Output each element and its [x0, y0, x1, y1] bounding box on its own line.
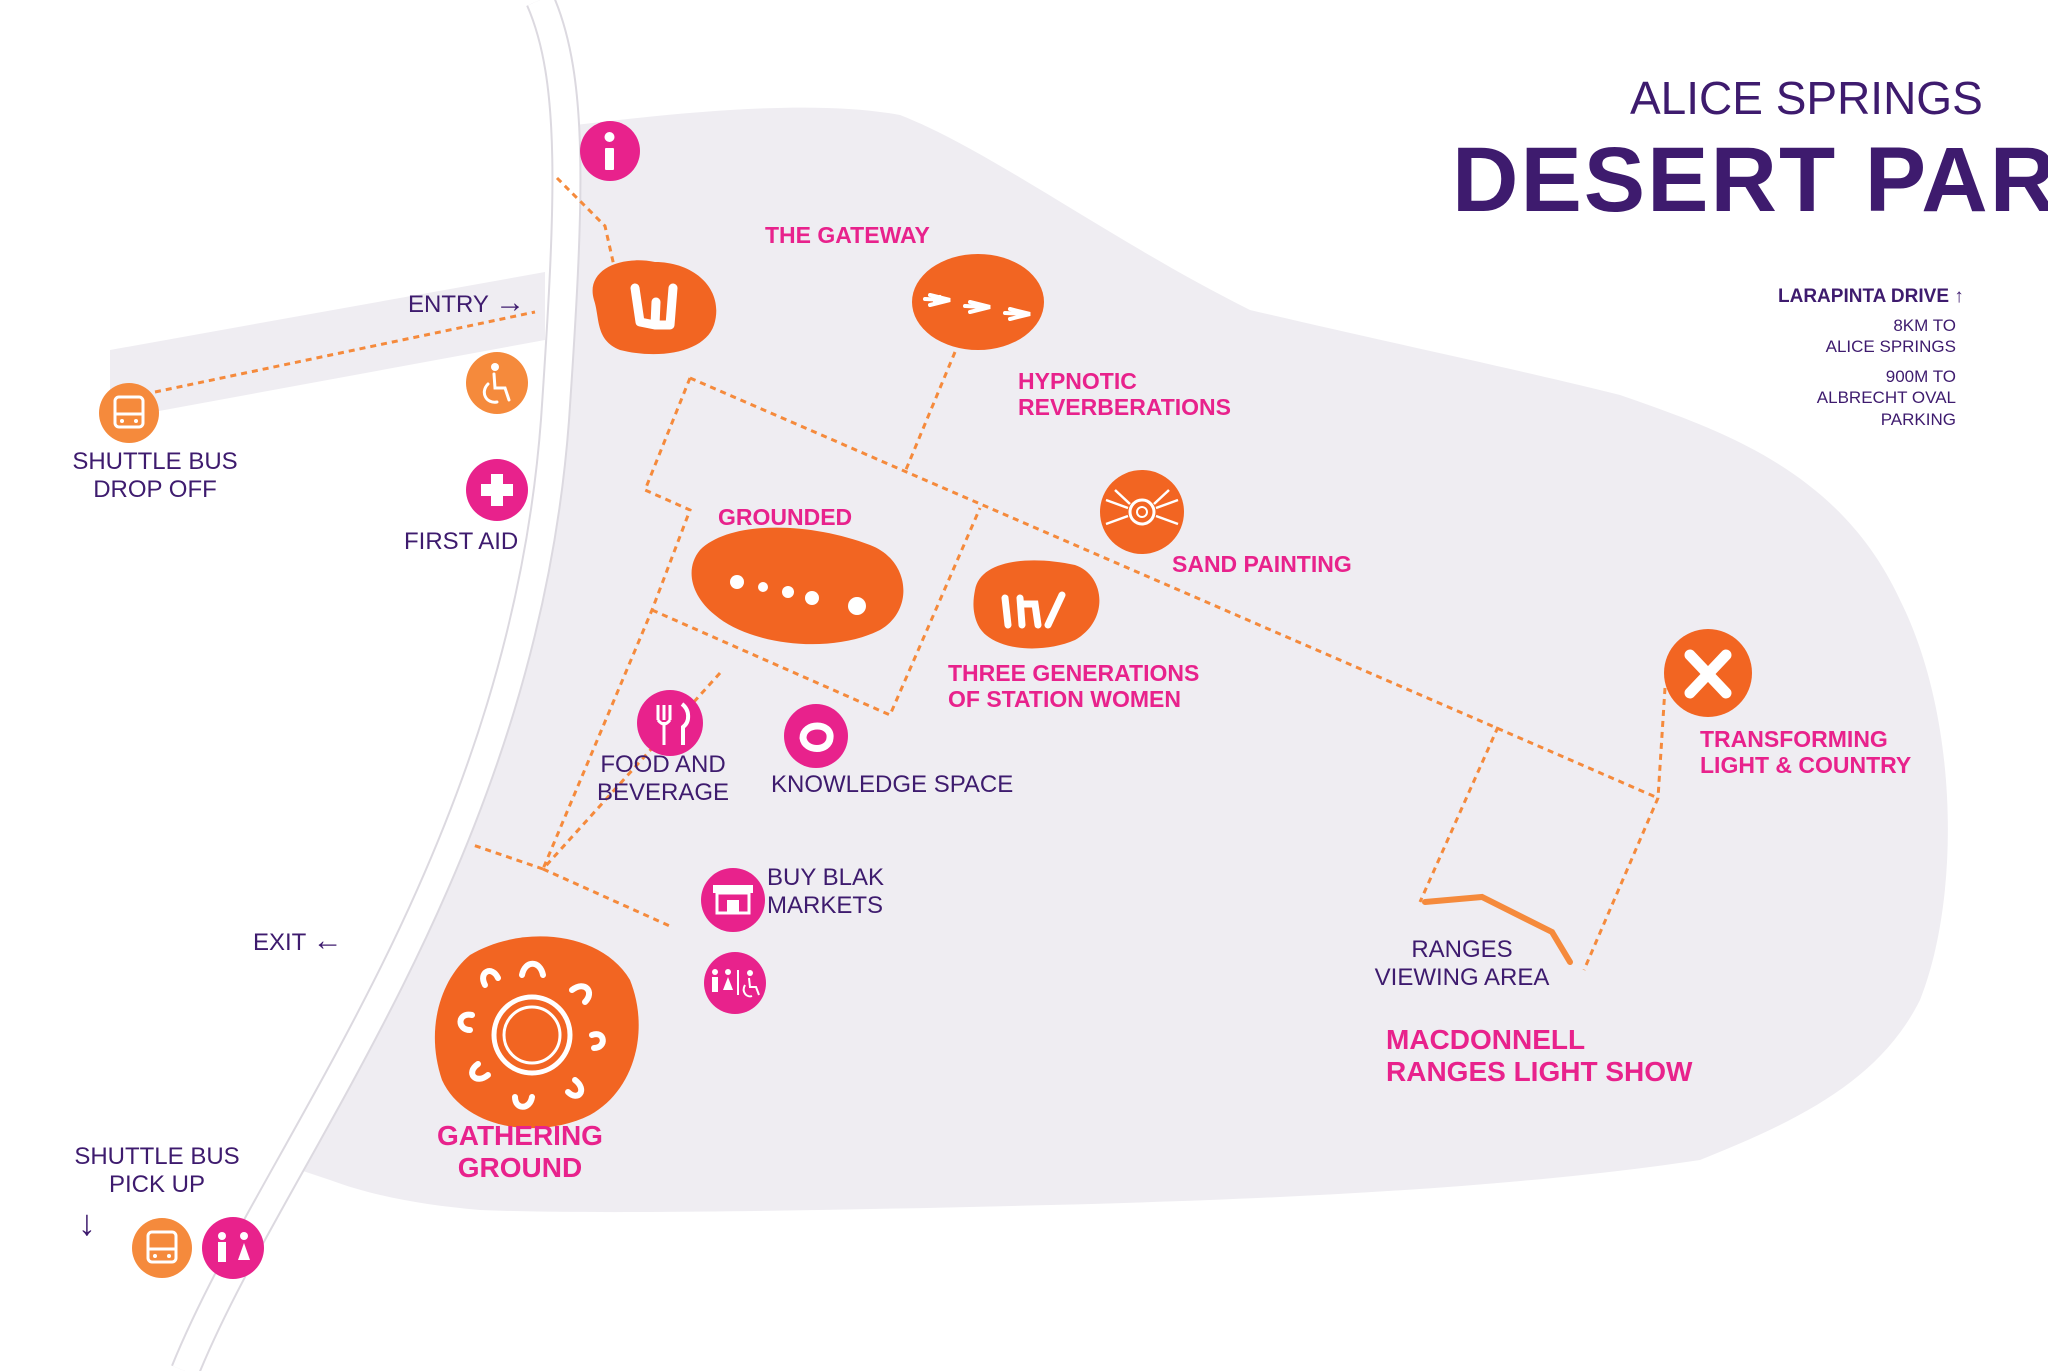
- title-line-2: DESERT PARK: [1452, 129, 2048, 231]
- macdonnell-label: MACDONNELL RANGES LIGHT SHOW: [1386, 1024, 1692, 1088]
- entry-text: ENTRY: [408, 291, 489, 318]
- hypnotic-reverberations-label: HYPNOTIC REVERBERATIONS: [1018, 368, 1231, 421]
- hypnotic-reverberations-icon: [912, 254, 1044, 350]
- shuttle-pick-up-label: SHUTTLE BUS PICK UP: [62, 1143, 252, 1198]
- sand-painting-label: SAND PAINTING: [1172, 551, 1352, 577]
- entry-label: ENTRY →: [408, 286, 525, 321]
- entry-road: [110, 272, 545, 420]
- transforming-line2: LIGHT & COUNTRY: [1700, 752, 1912, 779]
- shuttle-pick-line1: SHUTTLE BUS: [74, 1143, 240, 1170]
- food-line1: FOOD AND: [600, 751, 726, 778]
- macdonnell-line2: RANGES LIGHT SHOW: [1386, 1056, 1693, 1088]
- ranges-line2: VIEWING AREA: [1374, 963, 1550, 991]
- note2-line1: 900M TO: [1885, 367, 1956, 386]
- park-area: [300, 107, 1948, 1213]
- first-aid-label: FIRST AID: [404, 528, 519, 555]
- bus-drop-off-icon: [99, 383, 159, 443]
- note2-line3: PARKING: [1880, 409, 1956, 429]
- buy-blak-markets-icon: [701, 868, 765, 932]
- gateway-icon: [592, 260, 717, 355]
- food-line2: BEVERAGE: [596, 778, 730, 806]
- down-arrow-icon: ↓: [78, 1202, 96, 1243]
- shuttle-drop-line1: SHUTTLE BUS: [72, 448, 238, 475]
- grounded-icon: [691, 527, 904, 645]
- hypnotic-line1: HYPNOTIC: [1018, 368, 1137, 394]
- gathering-line1: GATHERING: [437, 1120, 603, 1151]
- macdonnell-line1: MACDONNELL: [1386, 1024, 1586, 1055]
- transforming-icon: [1664, 629, 1752, 717]
- entry-arrow-icon: →: [495, 286, 526, 319]
- info-icon: [580, 121, 640, 181]
- hypnotic-line2: REVERBERATIONS: [1018, 394, 1231, 421]
- gathering-ground-icon: [434, 936, 639, 1129]
- road-name: LARAPINTA DRIVE ↑: [1778, 286, 1964, 308]
- bus-pick-up-icon: [132, 1218, 192, 1278]
- toilets-accessible-icon: [704, 952, 766, 1014]
- grounded-label: GROUNDED: [718, 504, 853, 530]
- sand-painting-icon: [1100, 470, 1184, 554]
- road-label: LARAPINTA DRIVE: [1778, 286, 1949, 307]
- shuttle-drop-line2: DROP OFF: [93, 475, 217, 503]
- shuttle-drop-off-label: SHUTTLE BUS DROP OFF: [60, 448, 250, 503]
- three-line2: OF STATION WOMEN: [948, 686, 1181, 713]
- buy-blak-markets-label: BUY BLAK MARKETS: [767, 864, 884, 919]
- markets-line1: BUY BLAK: [767, 864, 884, 891]
- direction-note-2: 900M TO ALBRECHT OVAL PARKING: [1780, 366, 1956, 430]
- transforming-line1: TRANSFORMING: [1700, 726, 1888, 752]
- transforming-label: TRANSFORMING LIGHT & COUNTRY: [1700, 726, 1911, 779]
- walking-paths: [154, 176, 1667, 971]
- note2-line2: ALBRECHT OVAL: [1816, 388, 1956, 408]
- markets-line2: MARKETS: [767, 891, 884, 919]
- up-arrow-icon: ↑: [1954, 286, 1964, 307]
- exit-label: EXIT ←: [253, 924, 343, 959]
- note1-line2: ALICE SPRINGS: [1825, 337, 1956, 357]
- food-beverage-icon: [637, 690, 703, 756]
- gathering-line2: GROUND: [457, 1152, 583, 1184]
- shuttle-pick-line2: PICK UP: [108, 1170, 206, 1198]
- exit-text: EXIT: [253, 929, 306, 956]
- three-generations-icon: [973, 560, 1100, 649]
- ranges-line1: RANGES: [1411, 936, 1513, 963]
- accessible-icon: [466, 352, 528, 414]
- knowledge-space-label: KNOWLEDGE SPACE: [771, 771, 1014, 798]
- food-beverage-label: FOOD AND BEVERAGE: [588, 751, 738, 806]
- three-line1: THREE GENERATIONS: [948, 660, 1200, 686]
- title-line-1: ALICE SPRINGS: [1630, 72, 1983, 124]
- first-aid-icon: [466, 459, 528, 521]
- three-generations-label: THREE GENERATIONS OF STATION WOMEN: [948, 660, 1199, 713]
- the-gateway-label: THE GATEWAY: [765, 222, 930, 248]
- toilets-icon: [202, 1217, 264, 1279]
- exit-arrow-icon: ←: [312, 924, 343, 957]
- ranges-viewing-area-label: RANGES VIEWING AREA: [1362, 936, 1562, 991]
- ranges-viewing-line: [1422, 893, 1573, 965]
- knowledge-space-icon: [784, 704, 848, 768]
- direction-note-1: 8KM TO ALICE SPRINGS: [1800, 315, 1956, 358]
- note1-line1: 8KM TO: [1893, 316, 1956, 335]
- gathering-ground-label: GATHERING GROUND: [420, 1120, 620, 1184]
